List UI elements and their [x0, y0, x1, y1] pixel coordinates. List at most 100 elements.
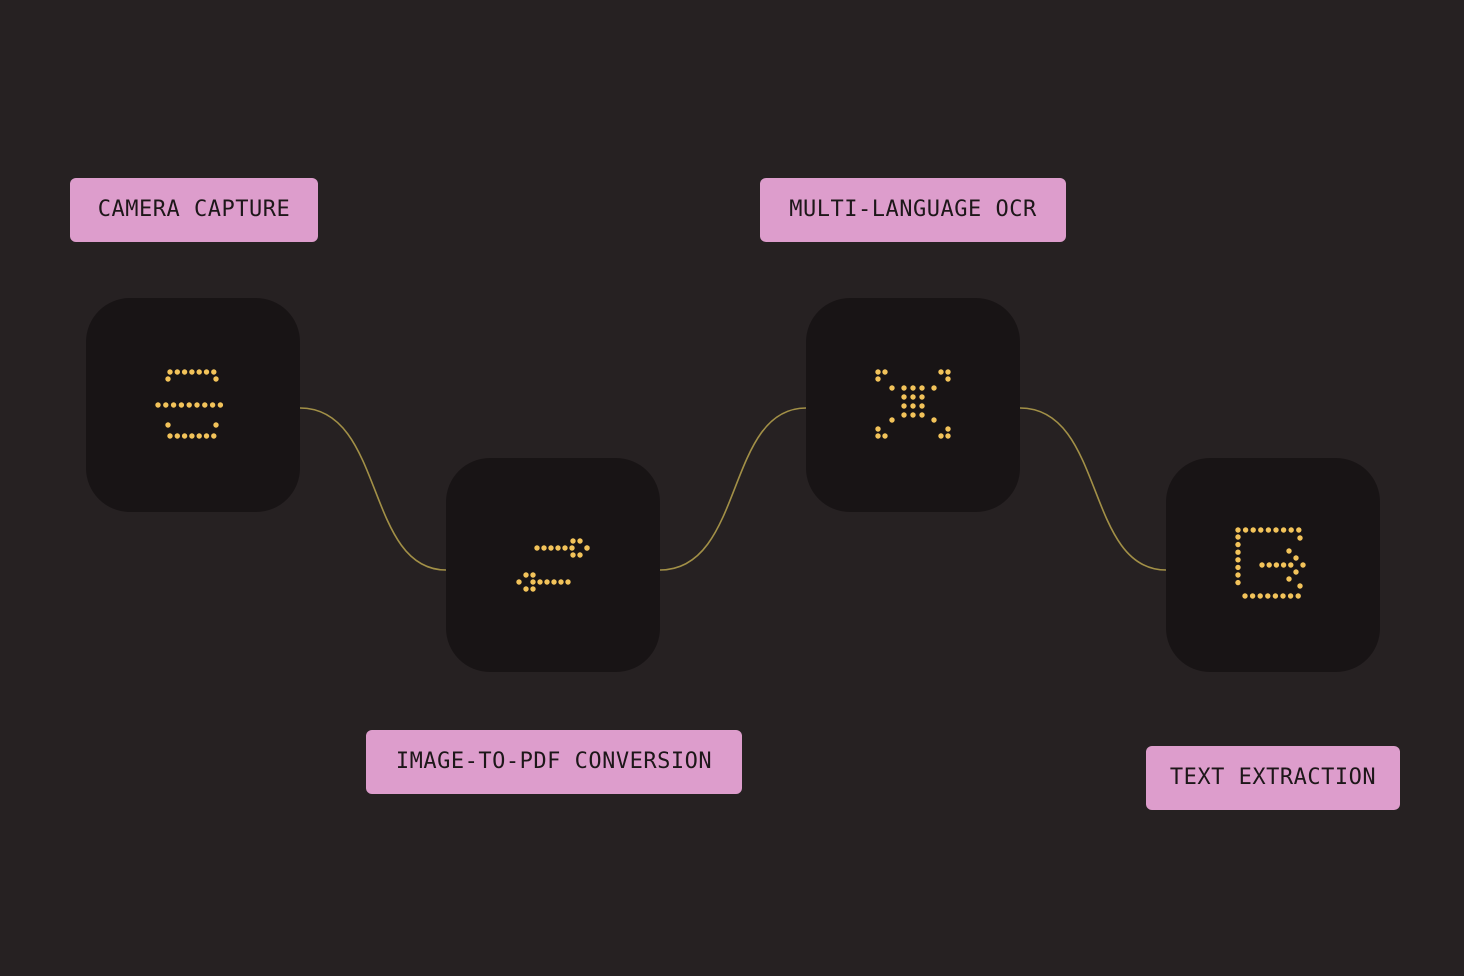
icon-dot	[211, 369, 217, 375]
icon-dot	[882, 433, 888, 439]
icon-dot	[1280, 562, 1287, 568]
icon-dot	[1242, 593, 1248, 599]
step-tile-text-extraction	[1166, 458, 1380, 672]
icon-dot	[945, 433, 951, 439]
icon-dot	[919, 385, 925, 391]
icon-dot	[931, 417, 937, 423]
icon-dot	[910, 412, 916, 418]
icon-dot	[577, 538, 583, 544]
icon-dot	[1288, 562, 1294, 568]
icon-dot	[945, 426, 951, 432]
icon-dot	[1280, 527, 1287, 533]
icon-dot	[938, 369, 944, 375]
icon-dot	[174, 369, 180, 375]
icon-dot	[1286, 548, 1292, 554]
icon-dot	[523, 572, 529, 578]
swap-arrows-icon	[516, 538, 590, 592]
icon-dot	[1249, 593, 1256, 599]
icon-dot	[1266, 562, 1272, 568]
step-label-multi-language-ocr: MULTI-LANGUAGE OCR	[760, 178, 1066, 242]
icon-dot	[516, 579, 522, 585]
icon-dot	[555, 545, 561, 551]
icon-dot	[1235, 549, 1241, 555]
icon-dot	[203, 433, 210, 439]
icon-dot	[170, 402, 177, 408]
icon-dot	[1280, 593, 1286, 599]
icon-dot	[544, 579, 550, 585]
icon-dot	[167, 433, 173, 439]
icon-dot	[1250, 527, 1256, 533]
connector-3-4	[1019, 407, 1167, 571]
icon-dot	[167, 369, 173, 375]
icon-dot	[194, 402, 200, 408]
icon-dot	[1293, 555, 1299, 561]
icon-dot	[1265, 593, 1271, 599]
icon-dot	[530, 572, 536, 578]
icon-dot	[196, 369, 202, 375]
icon-dot	[1265, 527, 1272, 533]
icon-dot	[569, 545, 575, 551]
step-tile-image-to-pdf	[446, 458, 660, 672]
icon-dot	[1235, 541, 1241, 548]
icon-dot	[1287, 593, 1294, 599]
icon-dot	[551, 579, 557, 585]
icon-dot	[901, 412, 907, 418]
icon-dot	[1273, 562, 1280, 568]
icon-dot	[584, 545, 590, 551]
icon-dot	[565, 579, 571, 585]
focus-grid-icon	[875, 369, 951, 439]
icon-dot	[1296, 527, 1302, 533]
icon-dot	[1293, 569, 1299, 575]
icon-dot	[1235, 564, 1241, 571]
icon-dot	[530, 586, 536, 592]
icon-dot	[186, 402, 192, 408]
icon-dot	[1258, 527, 1264, 533]
icon-dot	[882, 369, 888, 375]
icon-dot	[1300, 562, 1306, 568]
icon-dot	[875, 433, 881, 439]
icon-dot	[211, 433, 217, 439]
icon-dot	[196, 433, 202, 439]
icon-dot	[537, 579, 543, 585]
icon-dot	[1235, 527, 1241, 533]
icon-dot	[910, 385, 916, 391]
icon-dot	[889, 385, 895, 391]
icon-dot	[919, 403, 925, 409]
icon-dot	[178, 402, 185, 408]
icon-dot	[155, 402, 161, 408]
icon-dot	[910, 394, 916, 400]
icon-dot	[577, 552, 583, 558]
icon-dot	[1257, 593, 1263, 599]
step-label-text-extraction: TEXT EXTRACTION	[1146, 746, 1400, 810]
icon-dot	[562, 545, 568, 551]
icon-dot	[875, 376, 881, 382]
icon-dot	[189, 433, 195, 439]
icon-dot	[901, 394, 907, 400]
icon-dot	[1242, 527, 1249, 533]
icon-dot	[1235, 534, 1241, 540]
step-tile-multi-language-ocr	[806, 298, 1020, 512]
step-label-camera-capture: CAMERA CAPTURE	[70, 178, 318, 242]
icon-dot	[945, 369, 951, 375]
icon-dot	[889, 417, 895, 423]
icon-dot	[189, 369, 195, 375]
icon-dot	[1297, 535, 1303, 541]
icon-dot	[165, 422, 171, 428]
icon-dot	[181, 369, 188, 375]
icon-dot	[163, 402, 169, 408]
icon-dot	[1295, 593, 1301, 599]
icon-dot	[1259, 562, 1265, 568]
icon-dot	[202, 402, 208, 408]
icon-dot	[938, 433, 944, 439]
icon-dot	[919, 412, 925, 418]
icon-dot	[1235, 572, 1241, 578]
icon-dot	[919, 394, 925, 400]
icon-dot	[1272, 593, 1279, 599]
icon-dot	[901, 385, 907, 391]
icon-dot	[1273, 527, 1279, 533]
icon-dot	[945, 376, 951, 382]
icon-dot	[174, 433, 180, 439]
step-tile-camera-capture	[86, 298, 300, 512]
icon-dot	[558, 579, 564, 585]
icon-dot	[901, 403, 907, 409]
